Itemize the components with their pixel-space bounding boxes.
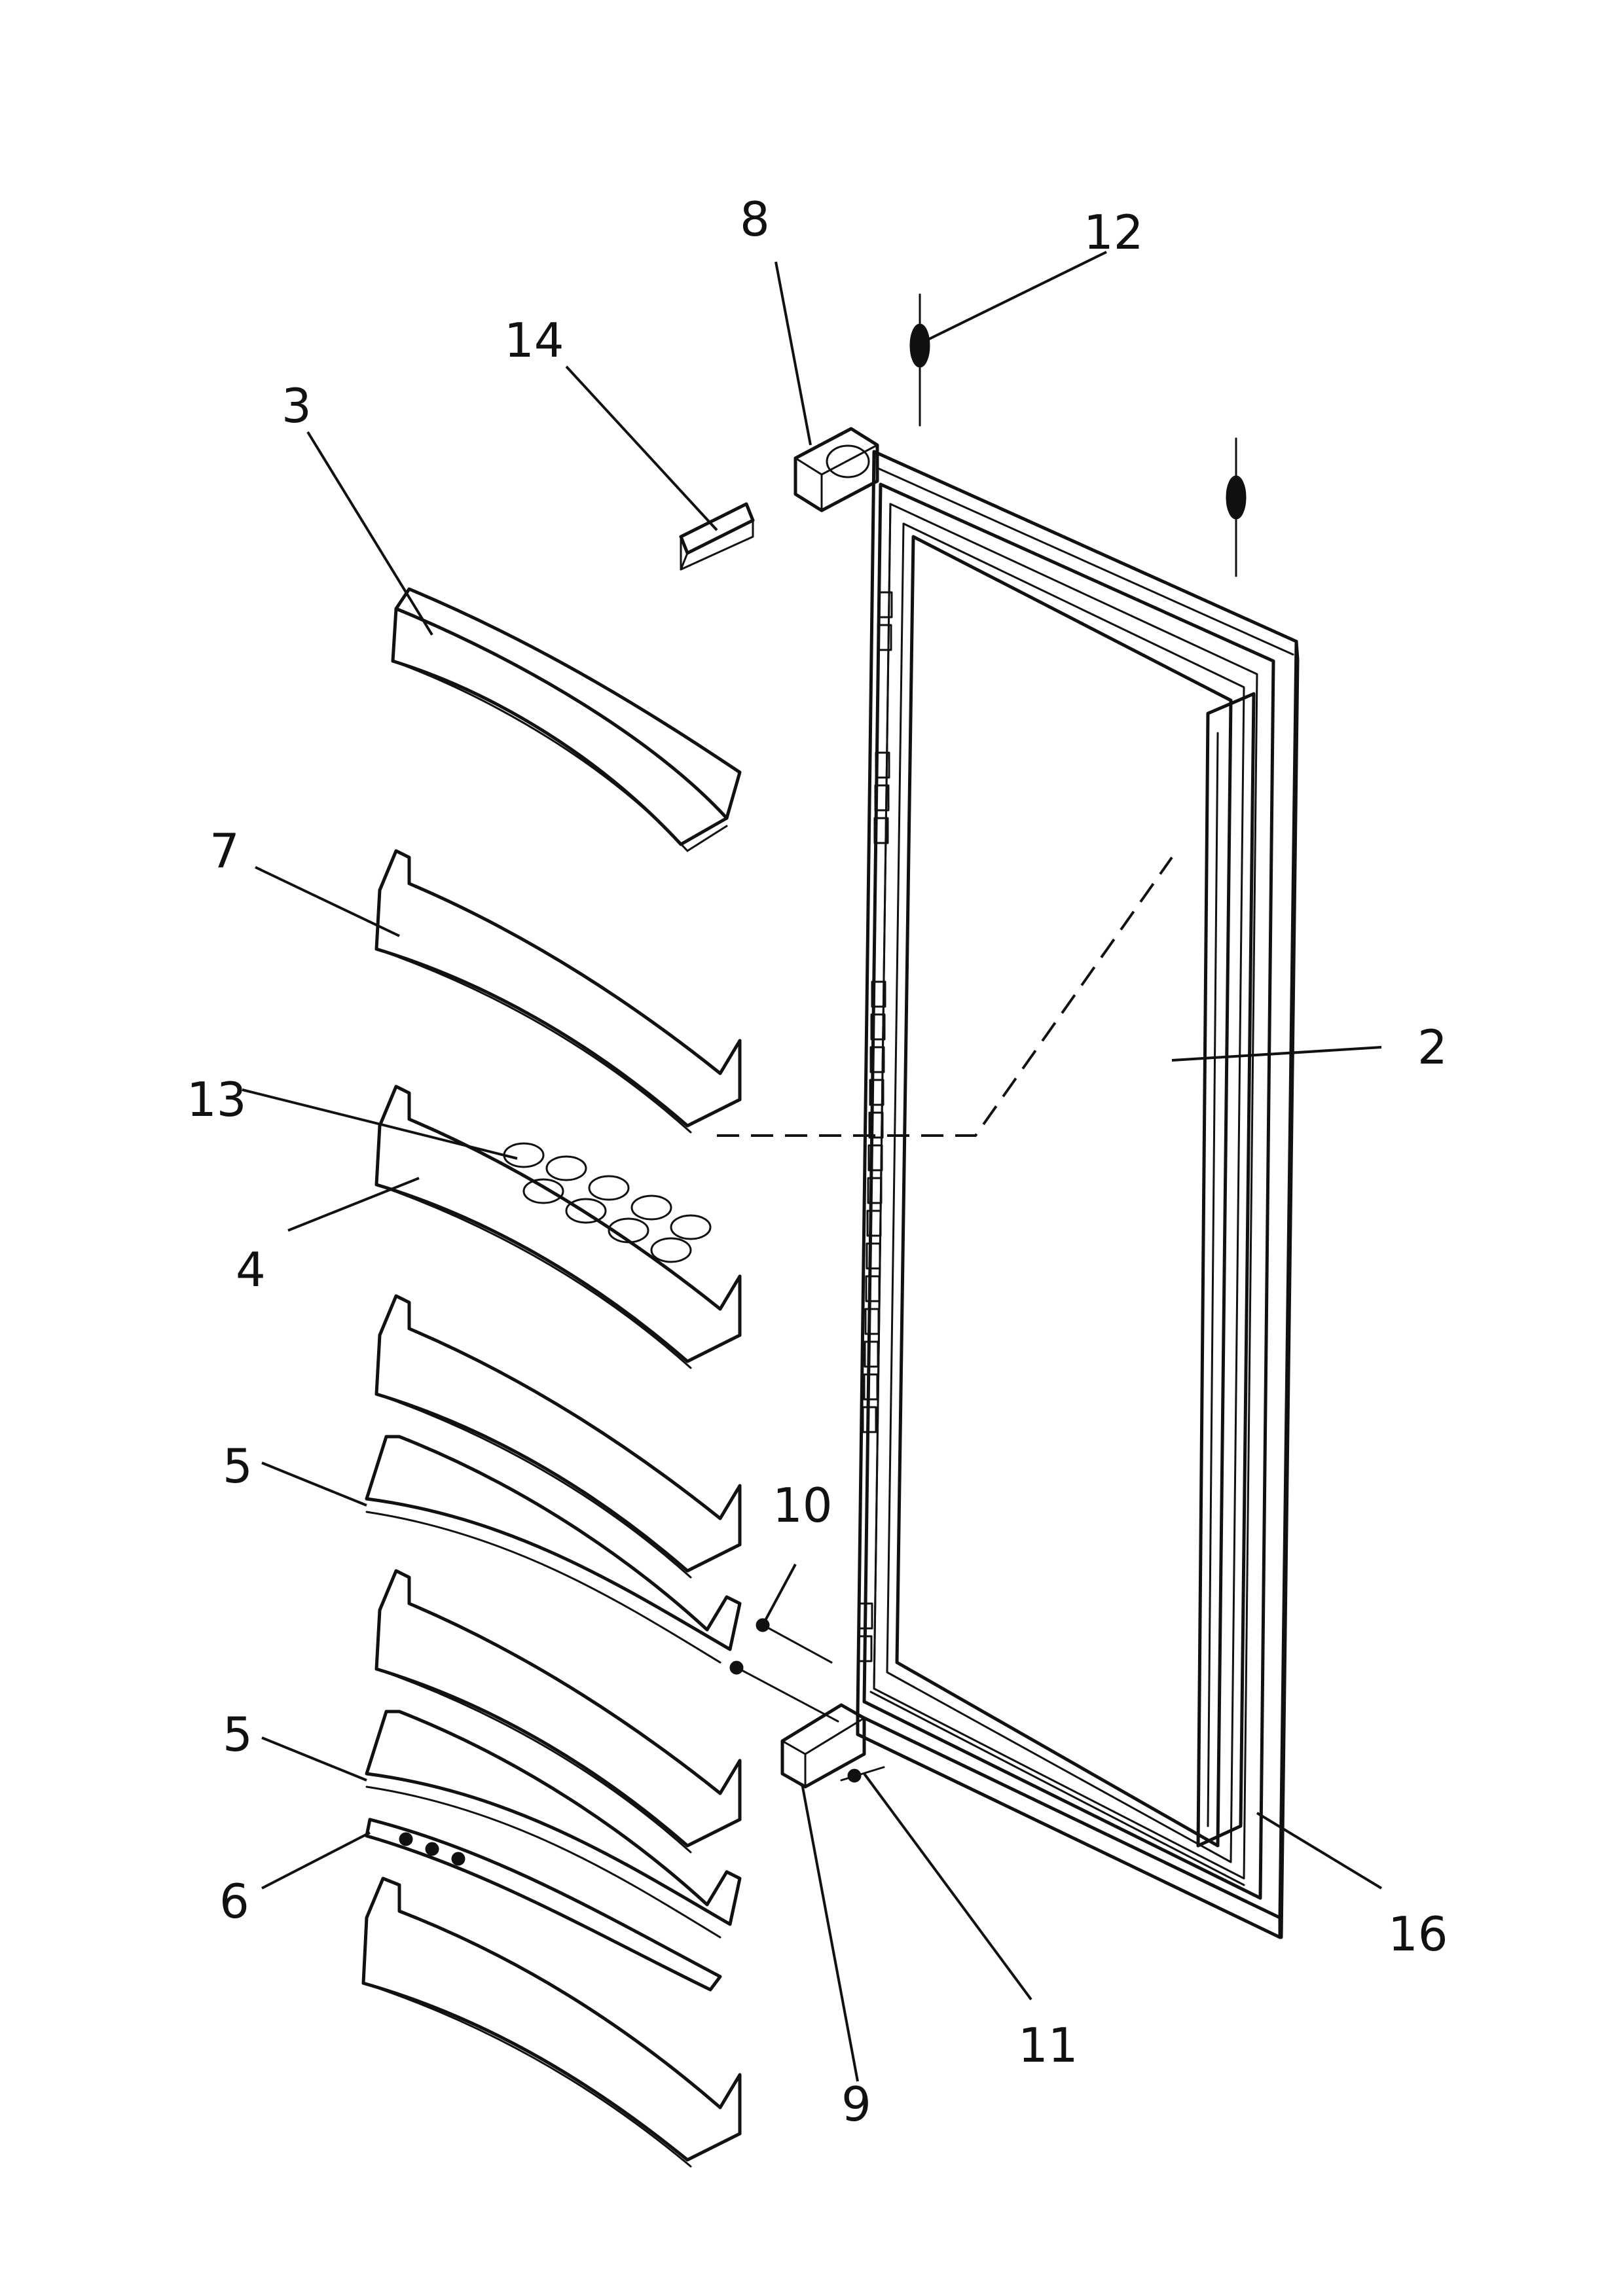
door-bin-upper (374, 1294, 742, 1579)
callout-9: 9 (841, 2077, 871, 2132)
leader-lines (242, 251, 1383, 2082)
callout-11: 11 (1018, 2018, 1078, 2073)
part-6-trim-strip (365, 1818, 722, 1992)
door-bin-bottom (361, 1876, 742, 2168)
callout-16: 16 (1388, 1907, 1448, 1962)
callout-12: 12 (1084, 205, 1144, 260)
callout-labels: 8 12 14 3 7 13 2 4 5 10 5 6 16 11 9 (187, 192, 1448, 2132)
egg-cups (503, 1142, 712, 1263)
top-hinge (793, 427, 879, 512)
callout-5-lower: 5 (223, 1707, 253, 1762)
bottom-hinge (780, 1703, 866, 1789)
callout-10: 10 (773, 1478, 833, 1533)
callout-3: 3 (282, 378, 312, 433)
shelf-5-rail-a (365, 1435, 742, 1664)
part-14-insert (679, 502, 755, 571)
callout-2: 2 (1417, 1020, 1448, 1075)
callout-7: 7 (210, 823, 240, 878)
callout-14: 14 (504, 313, 564, 368)
shelf-3-lid (391, 587, 742, 852)
door-bin-lower (374, 1569, 742, 1854)
door-panel (856, 450, 1300, 1939)
callout-5-upper: 5 (223, 1439, 253, 1494)
callout-13: 13 (187, 1072, 247, 1127)
shelf-4-egg-tray (374, 1085, 742, 1369)
shelf-mount-notches (857, 591, 893, 1662)
hinge-pin-screws (909, 293, 1247, 577)
shelf-5-rail-b (365, 1710, 742, 1939)
callout-8: 8 (740, 192, 770, 247)
callout-4: 4 (236, 1242, 266, 1297)
callout-6: 6 (219, 1874, 249, 1929)
screws-10-11 (729, 1618, 885, 1783)
shelf-7 (374, 849, 742, 1134)
